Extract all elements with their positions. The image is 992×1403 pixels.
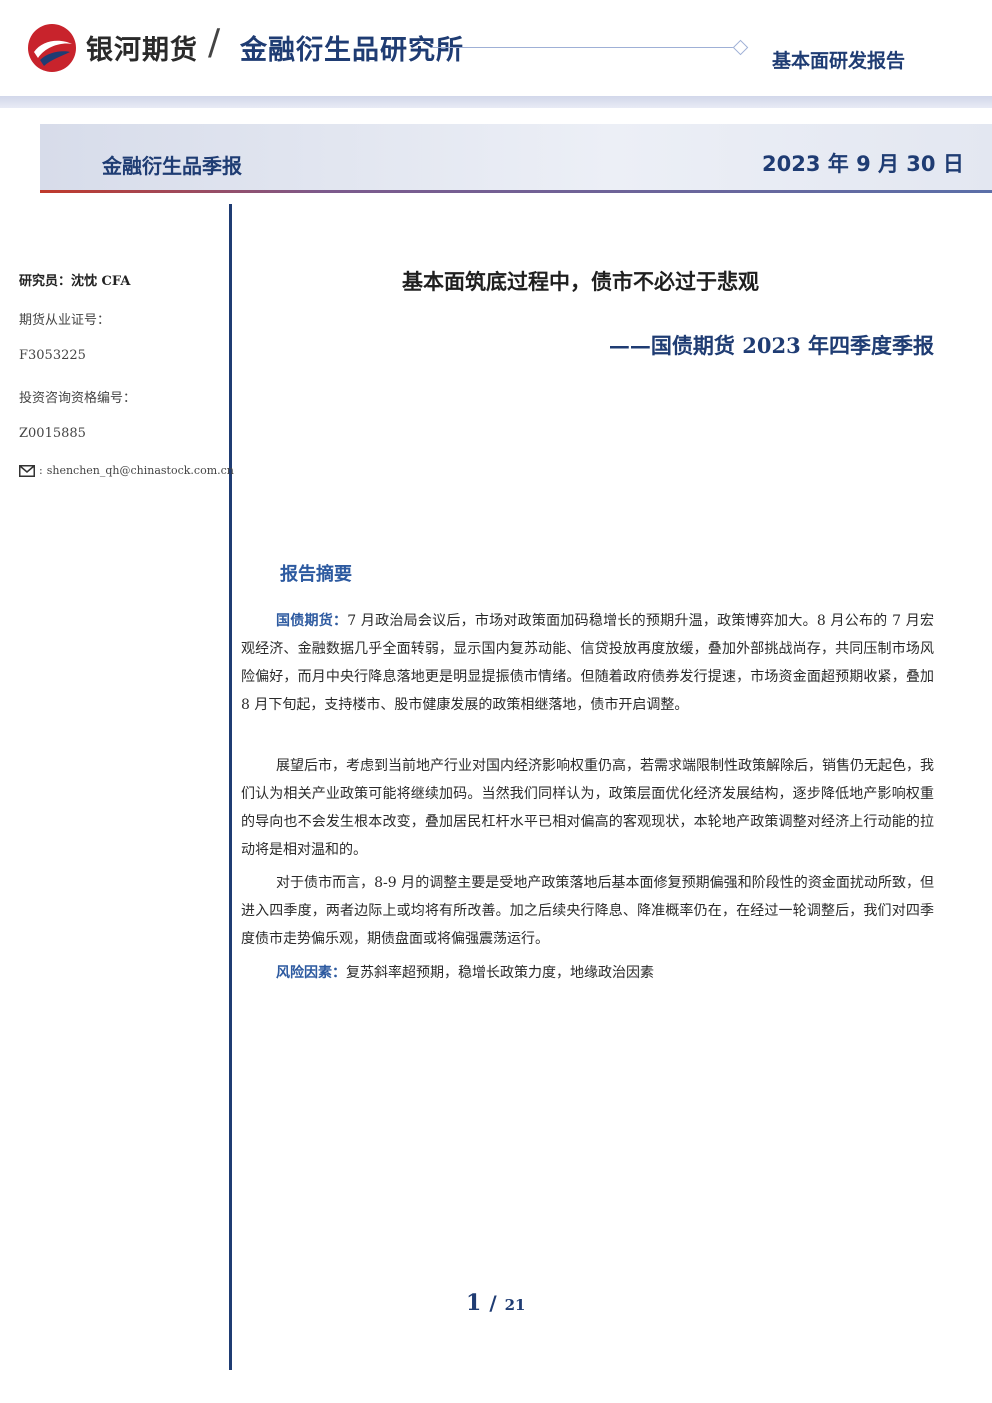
current-page: 1: [466, 1290, 482, 1316]
page-separator: /: [489, 1291, 497, 1315]
total-pages: 21: [504, 1296, 526, 1314]
paragraph-1-text: 7 月政治局会议后，市场对政策面加码稳增长的预期升温，政策博弈加大。8 月公布的…: [241, 613, 934, 713]
email-row: : shenchen_qh@chinastock.com.cn: [19, 464, 234, 477]
report-subtitle: ——国债期货 2023 年四季度季报: [608, 333, 934, 358]
bond-futures-lead: 国债期货：: [276, 613, 348, 629]
diamond-icon: [732, 39, 749, 56]
summary-paragraph-2: 展望后市，考虑到当前地产行业对国内经济影响权重仍高，若需求端限制性政策解除后，销…: [241, 758, 934, 858]
report-category: 金融衍生品季报: [102, 154, 242, 178]
license-label: 期货从业证号：: [19, 313, 111, 328]
galaxy-logo-icon: [28, 24, 76, 72]
license-number: F3053225: [19, 348, 86, 363]
risk-lead: 风险因素：: [276, 965, 346, 981]
summary-paragraph-1: 国债期货：7 月政治局会议后，市场对政策面加码稳增长的预期升温，政策博弈加大。8…: [241, 607, 934, 719]
summary-heading: 报告摘要: [280, 564, 352, 585]
sidebar-divider: [229, 204, 232, 1370]
report-title: 基本面筑底过程中，债市不必过于悲观: [402, 270, 759, 294]
company-name: 银河期货: [86, 35, 198, 66]
risk-factors: 风险因素：复苏斜率超预期，稳增长政策力度，地缘政治因素: [241, 959, 934, 987]
header-band: [0, 96, 992, 108]
email-colon: :: [39, 464, 43, 477]
advisory-number: Z0015885: [19, 426, 86, 441]
title-banner: [40, 124, 992, 192]
risk-text: 复苏斜率超预期，稳增长政策力度，地缘政治因素: [346, 965, 654, 981]
mail-icon: [19, 464, 35, 477]
header-rule: [432, 47, 734, 48]
researcher-name: 研究员：沈忱 CFA: [19, 274, 131, 289]
institute-name: 金融衍生品研究所: [240, 35, 464, 66]
report-type-label: 基本面研发报告: [772, 50, 906, 72]
advisory-label: 投资咨询资格编号：: [19, 391, 137, 406]
summary-paragraph-3: 对于债市而言，8-9 月的调整主要是受地产政策落地后基本面修复预期偏强和阶段性的…: [241, 875, 934, 947]
banner-accent-line: [40, 190, 992, 193]
header-slash: /: [208, 22, 221, 63]
page-header: 银河期货 / 金融衍生品研究所 基本面研发报告: [0, 0, 992, 110]
email-link[interactable]: shenchen_qh@chinastock.com.cn: [46, 464, 234, 477]
page-number: 1 / 21: [466, 1290, 526, 1316]
report-date: 2023 年 9 月 30 日: [762, 152, 964, 176]
